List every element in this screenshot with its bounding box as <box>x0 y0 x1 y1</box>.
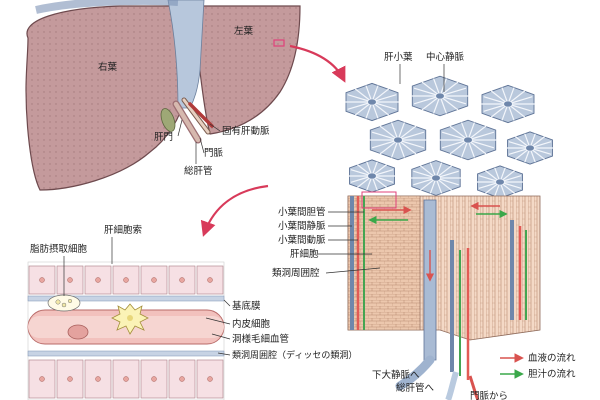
label-interlobular-artery: 小葉間動脈 <box>278 234 326 246</box>
legend-blood-flow: 血液の流れ <box>528 352 576 364</box>
hepatocyte-cell <box>56 265 84 295</box>
flow-legend: 血液の流れ 胆汁の流れ <box>500 352 576 380</box>
legend-bile-flow: 胆汁の流れ <box>528 368 576 380</box>
label-portal-vein: 門脈 <box>204 147 224 159</box>
label-central-vein: 中心静脈 <box>426 51 465 63</box>
detail-marker-box <box>273 39 285 47</box>
label-sinusoid: 洞様毛細血管 <box>232 333 289 345</box>
label-interlobular-bile-duct: 小葉間胆管 <box>278 206 326 218</box>
label-common-hepatic-duct: 総肝管 <box>184 165 213 177</box>
label-right-lobe: 右葉 <box>98 61 118 73</box>
label-left-lobe: 左葉 <box>234 25 254 37</box>
liver-gross <box>25 0 301 191</box>
label-proper-hepatic-artery: 固有肝動脈 <box>222 125 270 137</box>
label-hepatic-cord: 肝細胞索 <box>104 224 142 236</box>
sinusoid-detail <box>27 261 225 400</box>
label-hepatic-lobule: 肝小葉 <box>384 51 413 63</box>
label-space-of-disse: 類洞周囲腔（ディッセの類洞） <box>232 349 357 361</box>
label-hepatocyte: 肝細胞 <box>290 248 319 260</box>
hepatocyte-cell <box>196 359 224 399</box>
lobule-hexagons <box>345 75 554 199</box>
label-to-common-duct: 総肝管へ <box>396 382 435 394</box>
label-interlobular-vein: 小葉間静脈 <box>278 220 326 232</box>
zoom-arrow-lobule <box>289 44 346 83</box>
lobule-block <box>345 75 554 400</box>
label-endothelial-cell: 内皮細胞 <box>232 318 271 330</box>
label-from-portal: 門脈から <box>470 390 508 400</box>
label-fat-storing-cell: 脂肪摂取細胞 <box>30 243 88 255</box>
zoom-arrow-detail <box>200 184 269 237</box>
label-to-ivc: 下大静脈へ <box>372 369 420 381</box>
label-hepatic-hilum: 肝門 <box>154 132 173 143</box>
label-basement-membrane: 基底膜 <box>232 300 261 312</box>
label-perisinusoidal-space: 類洞周囲腔 <box>272 267 320 279</box>
